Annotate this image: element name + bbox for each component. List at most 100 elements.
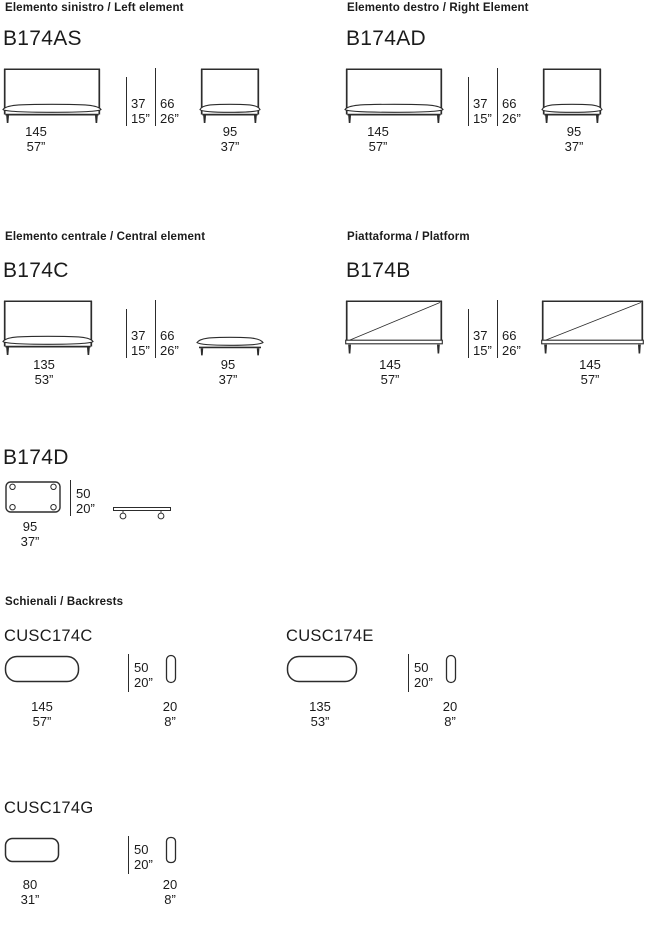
dimension-line (126, 309, 127, 358)
cusc174e-thickness-label: 20 8” (428, 699, 472, 730)
cusc174c-thickness-label: 20 8” (148, 699, 192, 730)
total-height-label: 66 26” (160, 96, 179, 127)
dimension-cm: 145 (379, 357, 401, 372)
b174as-front-view-drawing (2, 66, 102, 124)
seat-height-label: 37 15” (131, 328, 150, 359)
dimension-cm: 95 (222, 124, 238, 139)
product-code-b174b: B174B (346, 259, 411, 282)
dimension-in: 15” (473, 110, 492, 126)
dimension-cm: 145 (25, 124, 47, 139)
dimension-in: 37” (220, 138, 240, 154)
dimension-in: 26” (160, 342, 179, 358)
dimension-line (155, 68, 156, 126)
dimension-line (128, 836, 129, 874)
dimension-line (155, 300, 156, 358)
dimension-in: 8” (444, 713, 456, 729)
dimension-cm: 95 (566, 124, 582, 139)
dimension-cm: 37 (473, 96, 488, 111)
b174ad-front-width-label: 145 57” (350, 124, 406, 155)
product-code-cusc174e: CUSC174E (286, 627, 374, 645)
dimension-in: 15” (131, 110, 150, 126)
dimension-line (408, 654, 409, 692)
dimension-line (468, 77, 469, 126)
b174ad-height-dimensions: 37 15” 66 26” (468, 68, 526, 128)
product-code-cusc174c: CUSC174C (4, 627, 93, 645)
dimension-in: 8” (164, 713, 176, 729)
dimension-cm: 145 (579, 357, 601, 372)
dimension-in: 37” (564, 138, 584, 154)
dimension-line (497, 68, 498, 126)
dimension-cm: 145 (31, 699, 53, 714)
height-label: 50 20” (134, 660, 153, 691)
dimension-cm: 66 (502, 96, 517, 111)
cusc174c-width-label: 145 57” (14, 699, 70, 730)
dimension-in: 57” (368, 138, 388, 154)
dimension-cm: 95 (220, 357, 236, 372)
section-header-platform: Piattaforma / Platform (347, 231, 470, 243)
b174as-front-width-label: 145 57” (8, 124, 64, 155)
product-code-b174c: B174C (3, 259, 69, 282)
dimension-line (128, 654, 129, 692)
b174c-front-width-label: 135 53” (16, 357, 72, 388)
cusc174g-width-label: 80 31” (8, 877, 52, 908)
seat-height-label: 37 15” (131, 96, 150, 127)
dimension-in: 20” (76, 500, 95, 516)
depth-label: 50 20” (76, 486, 95, 517)
dimension-in: 31” (20, 891, 40, 907)
dimension-in: 20” (414, 674, 433, 690)
height-label: 50 20” (134, 842, 153, 873)
dimension-in: 57” (580, 371, 600, 387)
dimension-in: 26” (160, 110, 179, 126)
dimension-cm: 20 (162, 877, 178, 892)
b174d-side-view-drawing (112, 506, 172, 521)
b174c-side-view-drawing (196, 334, 264, 356)
b174as-side-view-drawing (199, 66, 261, 124)
dimension-cm: 50 (134, 842, 149, 857)
b174c-height-dimensions: 37 15” 66 26” (126, 300, 184, 360)
total-height-label: 66 26” (160, 328, 179, 359)
dimension-line (70, 480, 71, 516)
cusc174e-side-view-drawing (445, 654, 457, 684)
dimension-cm: 37 (473, 328, 488, 343)
dimension-cm: 80 (22, 877, 38, 892)
dimension-in: 57” (26, 138, 46, 154)
dimension-cm: 20 (442, 699, 458, 714)
dimension-in: 37” (20, 533, 40, 549)
height-label: 50 20” (414, 660, 433, 691)
seat-height-label: 37 15” (473, 328, 492, 359)
dimension-line (468, 309, 469, 358)
b174b-side-view-drawing (540, 298, 645, 356)
b174as-depth-label: 95 37” (202, 124, 258, 155)
dimension-cm: 66 (502, 328, 517, 343)
b174b-front-width-label: 145 57” (362, 357, 418, 388)
section-header-central-element: Elemento centrale / Central element (5, 231, 206, 243)
section-header-backrests: Schienali / Backrests (5, 596, 124, 608)
b174d-width-label: 95 37” (8, 519, 52, 550)
b174ad-front-view-drawing (344, 66, 444, 124)
dimension-cm: 135 (33, 357, 55, 372)
cusc174c-side-view-drawing (165, 654, 177, 684)
dimension-line (497, 300, 498, 358)
b174c-front-view-drawing (2, 298, 94, 356)
b174b-side-width-label: 145 57” (562, 357, 618, 388)
dimension-in: 15” (473, 342, 492, 358)
dimension-cm: 145 (367, 124, 389, 139)
product-code-cusc174g: CUSC174G (4, 799, 94, 817)
cusc174e-height-dimension: 50 20” (408, 654, 442, 692)
product-code-b174ad: B174AD (346, 27, 427, 50)
cusc174e-front-view-drawing (286, 655, 358, 683)
total-height-label: 66 26” (502, 96, 521, 127)
dimension-cm: 37 (131, 96, 146, 111)
dimension-in: 20” (134, 856, 153, 872)
dimension-cm: 50 (414, 660, 429, 675)
dimension-cm: 50 (76, 486, 91, 501)
dimension-line (126, 77, 127, 126)
b174ad-depth-label: 95 37” (546, 124, 602, 155)
dimension-in: 57” (32, 713, 52, 729)
product-code-b174as: B174AS (3, 27, 82, 50)
dimension-cm: 50 (134, 660, 149, 675)
b174b-height-dimensions: 37 15” 66 26” (468, 300, 526, 360)
cusc174e-width-label: 135 53” (292, 699, 348, 730)
section-header-right-element: Elemento destro / Right Element (347, 2, 529, 14)
